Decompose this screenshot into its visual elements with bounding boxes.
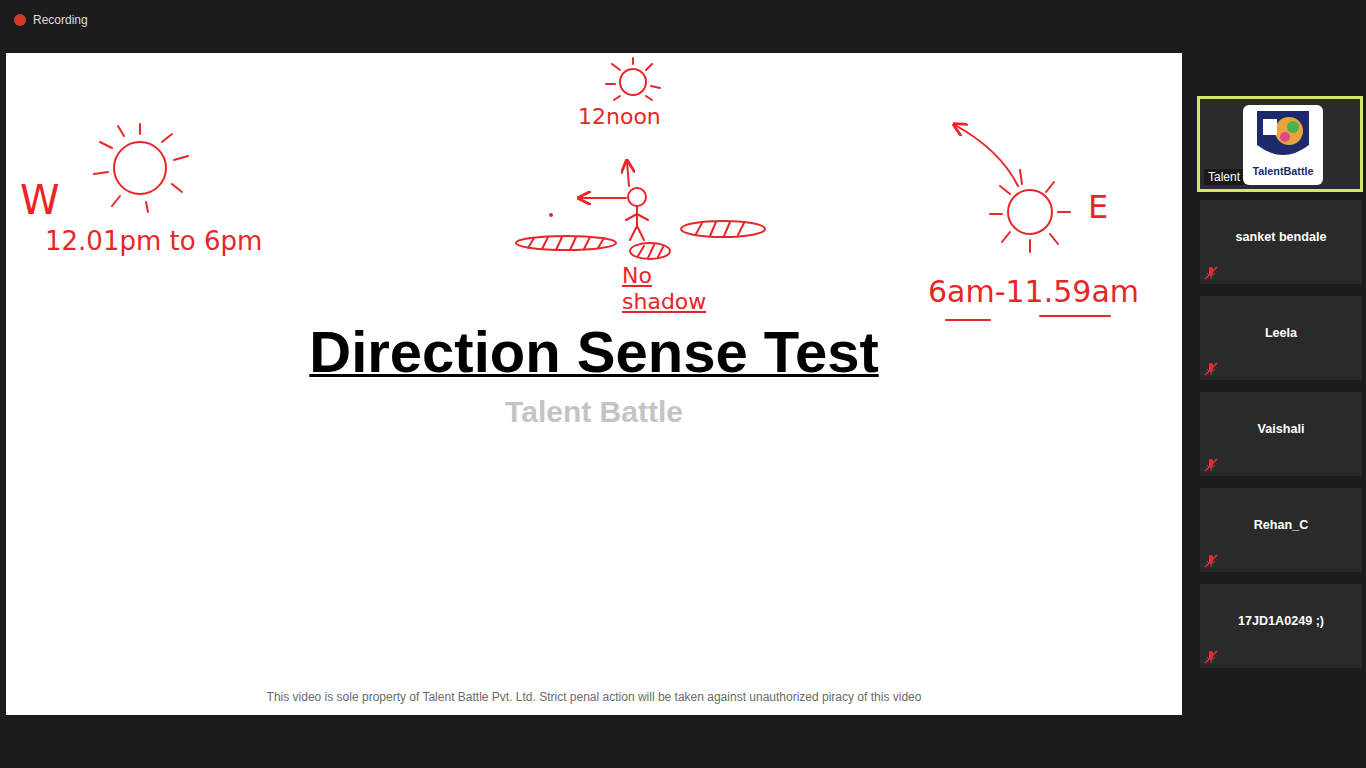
logo-text: TalentBattle [1243,165,1323,177]
participant-name: Vaishali [1200,422,1362,436]
participant-tile: Leela [1200,296,1362,380]
participant-name: sanket bendale [1200,230,1362,244]
participant-tile: Vaishali [1200,392,1362,476]
muted-mic-icon [1204,266,1218,280]
direction-letter: W [20,176,60,224]
participant-name: Leela [1200,326,1362,340]
footer-note: This video is sole property of Talent Ba… [6,690,1182,704]
muted-mic-icon [1204,458,1218,472]
muted-mic-icon [1204,650,1218,664]
participant-name: Rehan_C [1200,518,1362,532]
logo-graphic [1243,105,1323,165]
time-note: 12noon [578,104,661,130]
muted-mic-icon [1204,362,1218,376]
participant-tile: Rehan_C [1200,488,1362,572]
participant-tile: Talent BattleTalentBattle [1197,96,1363,192]
shadow-note: No shadow [622,263,714,316]
time-note: 6am-11.59am [928,274,1139,310]
slide-title: Direction Sense Test [6,318,1182,385]
time-note: 12.01pm to 6pm [45,226,262,257]
participant-name: 17JD1A0249 ;) [1200,614,1362,628]
record-dot [14,14,26,26]
muted-mic-icon [1204,554,1218,568]
logo-badge: TalentBattle [1243,105,1323,185]
participant-tile: 17JD1A0249 ;) [1200,584,1362,668]
watermark: Talent Battle [6,394,1182,430]
participant-tile: sanket bendale [1200,200,1362,284]
direction-letter: E [1088,188,1108,226]
recording-label: Recording [33,13,88,27]
